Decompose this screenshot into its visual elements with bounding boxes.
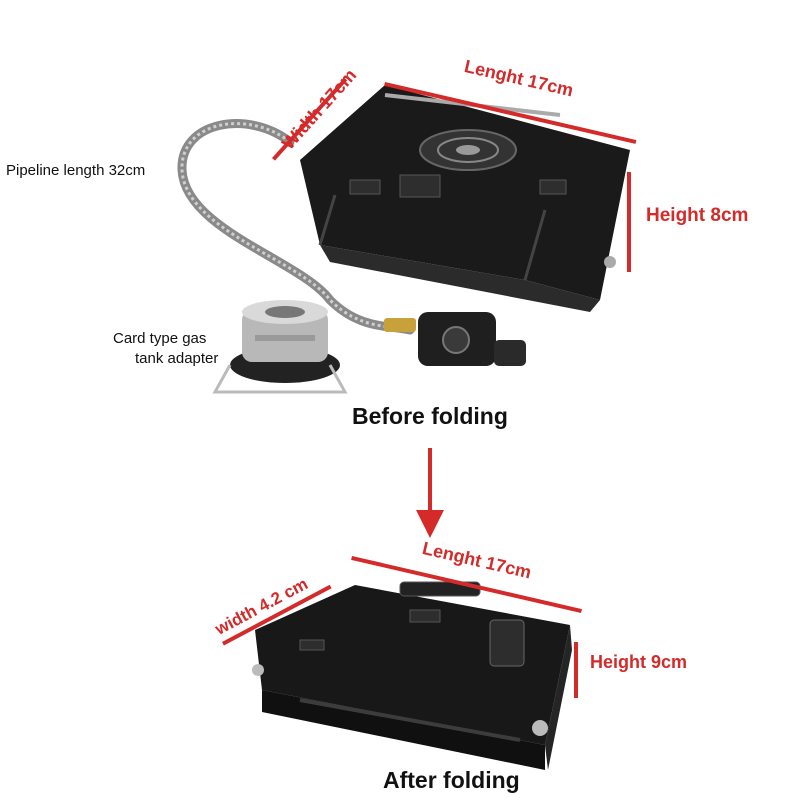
after-folding-caption: After folding [383,767,520,793]
adapter-label-line2: tank adapter [135,350,219,367]
stove-folded [252,581,572,770]
before-height-label: Height 8cm [646,205,749,226]
before-folding-caption: Before folding [352,403,508,429]
adapter-label-line1: Card type gas [113,330,207,347]
pipeline-length-label: Pipeline length 32cm [6,162,146,179]
brass-fitting [384,318,416,332]
adjustment-screw-icon [532,720,548,736]
before-height-bar [627,172,631,272]
after-height-label: Height 9cm [590,652,688,672]
gas-tank-adapter [212,300,348,394]
valve-knob-icon [442,326,470,354]
down-arrow-icon [416,510,444,538]
stove-unfolded [300,85,630,312]
after-height-bar [574,642,578,698]
